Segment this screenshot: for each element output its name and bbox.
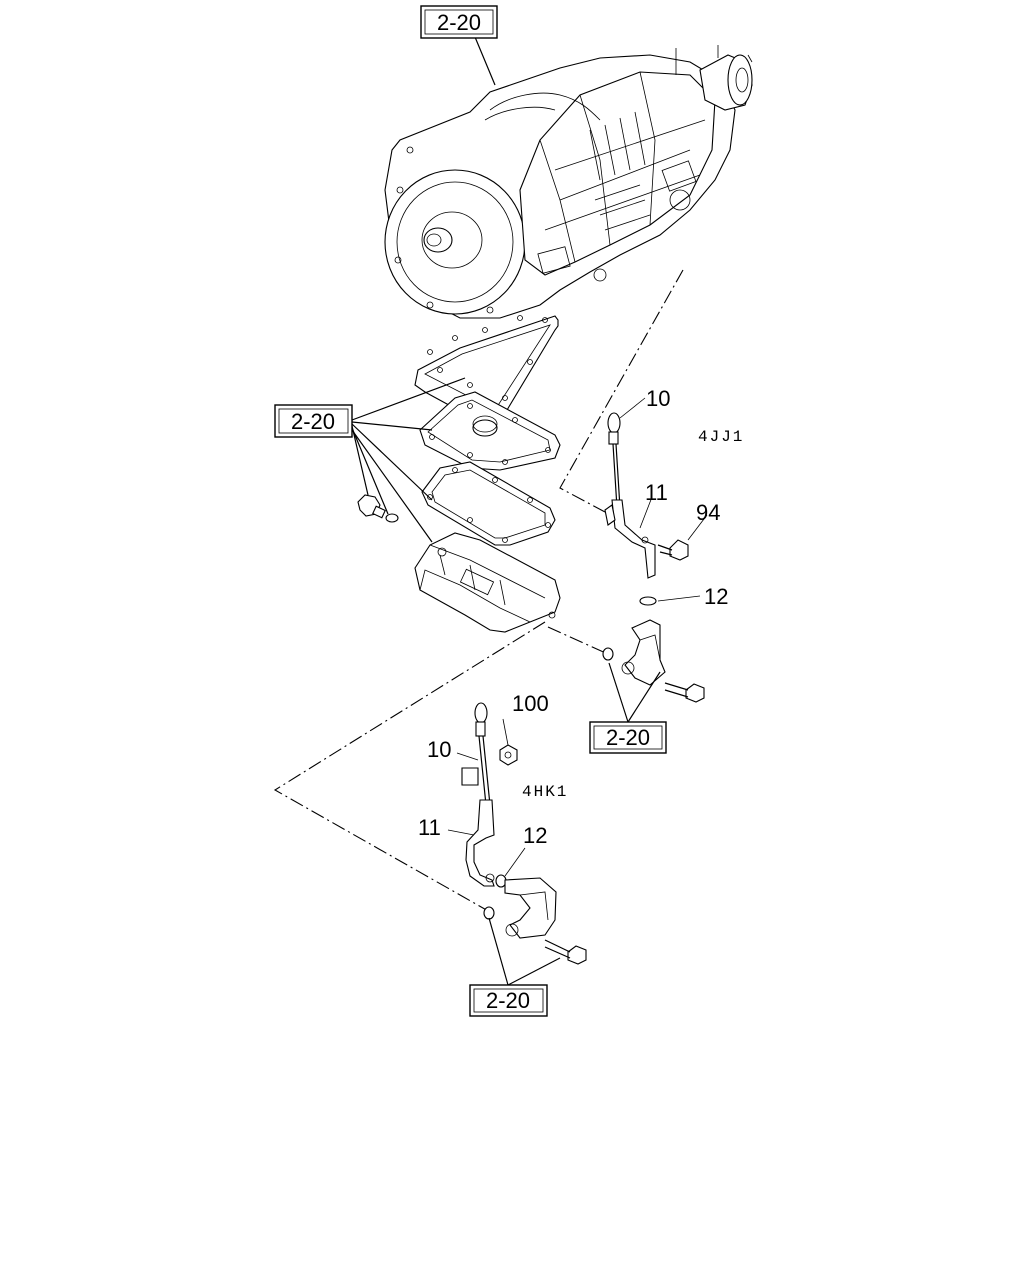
nut-100 [499,744,518,766]
ref-box-top: 2-20 [420,5,498,39]
plate-middle [419,391,561,471]
callout-11-lower: 11 [418,815,441,840]
leader-c11-lower [447,829,475,836]
dipstick-4hk1 [474,702,491,806]
gasket-lower [421,461,556,546]
align-line-lower [273,621,546,913]
ref-label-left: 2-20 [291,409,335,434]
leader-bottom-ref-b [507,957,561,986]
ref-box-left: 2-20 [274,404,353,438]
leaders-left-ref [351,377,466,543]
callout-94: 94 [696,500,720,525]
o-ring-adapter-4jj1 [602,647,614,661]
gasket-upper [414,315,559,429]
callout-12-lower: 12 [523,823,547,848]
ref-box-right: 2-20 [589,721,667,754]
leader-top-ref [474,36,496,86]
leader-c12-upper [657,595,701,602]
o-ring-12-upper [639,596,657,606]
adapter-4hk1 [504,877,557,939]
ref-label-right: 2-20 [606,725,650,750]
leader-c94 [687,514,708,541]
callout-100: 100 [512,691,549,716]
bolt-adapter-4hk1 [544,939,587,965]
ref-label-bottom: 2-20 [486,988,530,1013]
align-line-pan-right [547,626,611,656]
drain-washer [385,513,399,523]
guide-tube-4jj1 [604,499,656,579]
callout-12-upper: 12 [704,584,728,609]
leader-bottom-ref-a [488,917,509,986]
callout-10-upper: 10 [646,386,670,411]
leader-c100 [502,718,509,746]
o-ring-adapter-4hk1 [483,906,495,920]
adapter-4jj1 [621,619,666,686]
ref-label-top: 2-20 [437,10,481,35]
align-line-upper [559,269,684,513]
leader-c12-lower [504,847,526,877]
leader-c11-upper [639,496,653,529]
oil-pan [414,532,561,633]
guide-tube-4hk1 [461,767,495,887]
leader-right-ref-a [608,662,629,723]
leader-c10-upper [619,397,646,419]
model-label-4hk1: 4HK1 [522,783,568,801]
model-label-4jj1: 4JJ1 [698,428,744,446]
drain-plug [357,494,386,519]
leader-c10-lower [456,752,479,761]
leader-right-ref-b [627,671,661,723]
bolt-94 [657,539,689,561]
dipstick-4jj1 [607,412,621,509]
ref-box-bottom: 2-20 [469,984,548,1017]
callout-10-lower: 10 [427,737,451,762]
callout-11-upper: 11 [645,480,668,505]
transmission-assembly [384,45,753,319]
bolt-adapter-4jj1 [664,682,705,703]
